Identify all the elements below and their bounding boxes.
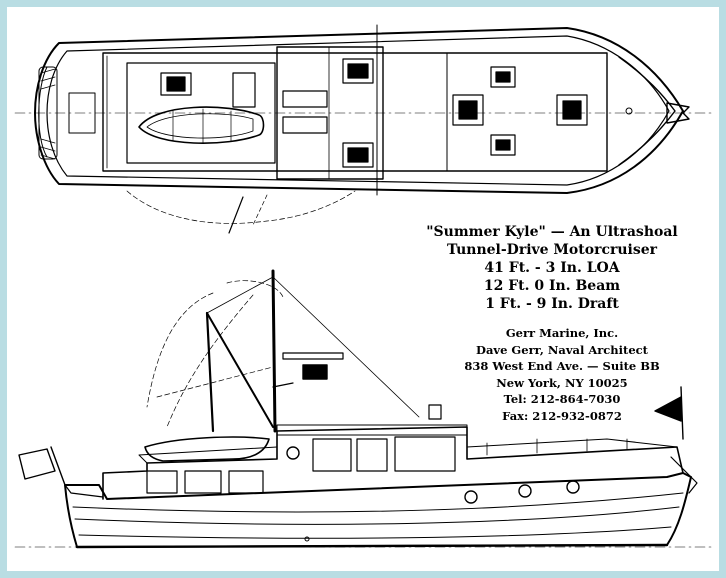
bow-flag [654, 386, 684, 440]
stern-flag [18, 446, 66, 486]
profile-windows [146, 436, 456, 494]
title-line-1: "Summer Kyle" — An Ultrashoal [426, 224, 678, 240]
beam-spec: 12 Ft. 0 In. Beam [483, 278, 621, 294]
plan-dinghy [138, 106, 265, 144]
company-name: Gerr Marine, Inc. [505, 326, 619, 340]
profile-dinghy [144, 436, 270, 462]
loa-spec: 41 Ft. - 3 In. LOA [484, 260, 620, 276]
designer-address: Gerr Marine, Inc. Dave Gerr, Naval Archi… [439, 325, 685, 424]
designer-name: Dave Gerr, Naval Architect [476, 342, 648, 357]
boat-drawings [14, 24, 714, 549]
plan-hull-outline [34, 27, 684, 194]
fax: Fax: 212-932-0872 [502, 408, 622, 423]
draft-spec: 1 Ft. - 9 In. Draft [485, 296, 619, 312]
telephone: Tel: 212-864-7030 [503, 392, 621, 406]
drawing-sheet: "Summer Kyle" — An Ultrashoal Tunnel-Dri… [7, 7, 719, 571]
title-line-2: Tunnel-Drive Motorcruiser [446, 242, 658, 258]
street-address: 838 West End Ave. — Suite BB [464, 359, 660, 373]
plan-view [14, 24, 714, 234]
profile-view [14, 269, 714, 549]
profile-hull [64, 472, 692, 548]
profile-portholes [286, 446, 580, 504]
mast [271, 269, 277, 433]
plan-hatches [160, 58, 588, 168]
city-address: New York, NY 10025 [496, 375, 628, 390]
boat-specifications: "Summer Kyle" — An Ultrashoal Tunnel-Dri… [411, 223, 693, 313]
